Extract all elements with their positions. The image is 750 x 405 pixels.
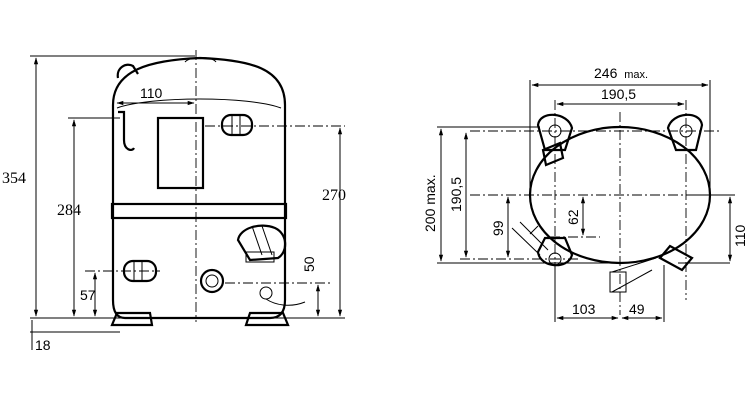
side-view: 354 284 270 110 57 18 50 xyxy=(2,50,346,353)
top-view: 246 max. 190,5 200 max. 190,5 99 62 110 … xyxy=(422,65,748,322)
dim-103-label: 103 xyxy=(572,301,596,317)
dim-354-label: 354 xyxy=(2,170,26,187)
process-tube-line xyxy=(265,298,306,306)
bottom-right-fitting xyxy=(609,244,694,293)
dim-190-5-v-label: 190,5 xyxy=(448,177,464,212)
right-foot xyxy=(244,311,290,327)
bracket-hook xyxy=(118,110,135,151)
dim-270-label: 270 xyxy=(322,187,346,204)
dim-110-label: 110 xyxy=(140,85,163,101)
dim-50-label: 50 xyxy=(301,256,317,272)
process-tube-circle xyxy=(259,286,273,300)
dim-62-label: 62 xyxy=(565,209,581,225)
service-valve xyxy=(236,224,287,263)
dim-246-unit: max. xyxy=(624,69,648,81)
dim-57-label: 57 xyxy=(80,287,96,303)
left-foot xyxy=(110,311,154,327)
dim-200-label: 200 max. xyxy=(422,174,438,232)
top-cap xyxy=(184,57,217,63)
compressor-body-outline xyxy=(111,56,287,320)
dim-246-value: 246 xyxy=(594,65,618,81)
weld-seam-band xyxy=(110,202,288,220)
terminal-box xyxy=(156,116,205,190)
dim-18-label: 18 xyxy=(35,337,51,353)
mounting-lug-top-right xyxy=(666,113,704,152)
dim-99-label: 99 xyxy=(490,220,506,236)
left-tab xyxy=(541,141,565,167)
dim-246-label: 246 max. xyxy=(594,65,648,81)
suction-fitting xyxy=(220,113,254,137)
oil-sight-circle xyxy=(199,268,225,294)
dim-284-label: 284 xyxy=(57,202,81,219)
dim-49-label: 49 xyxy=(629,301,645,317)
lifting-lug xyxy=(116,63,139,79)
dim-190-5-h-label: 190,5 xyxy=(601,86,636,102)
suction-tube xyxy=(511,221,549,256)
dim-110-v-label: 110 xyxy=(732,224,748,247)
